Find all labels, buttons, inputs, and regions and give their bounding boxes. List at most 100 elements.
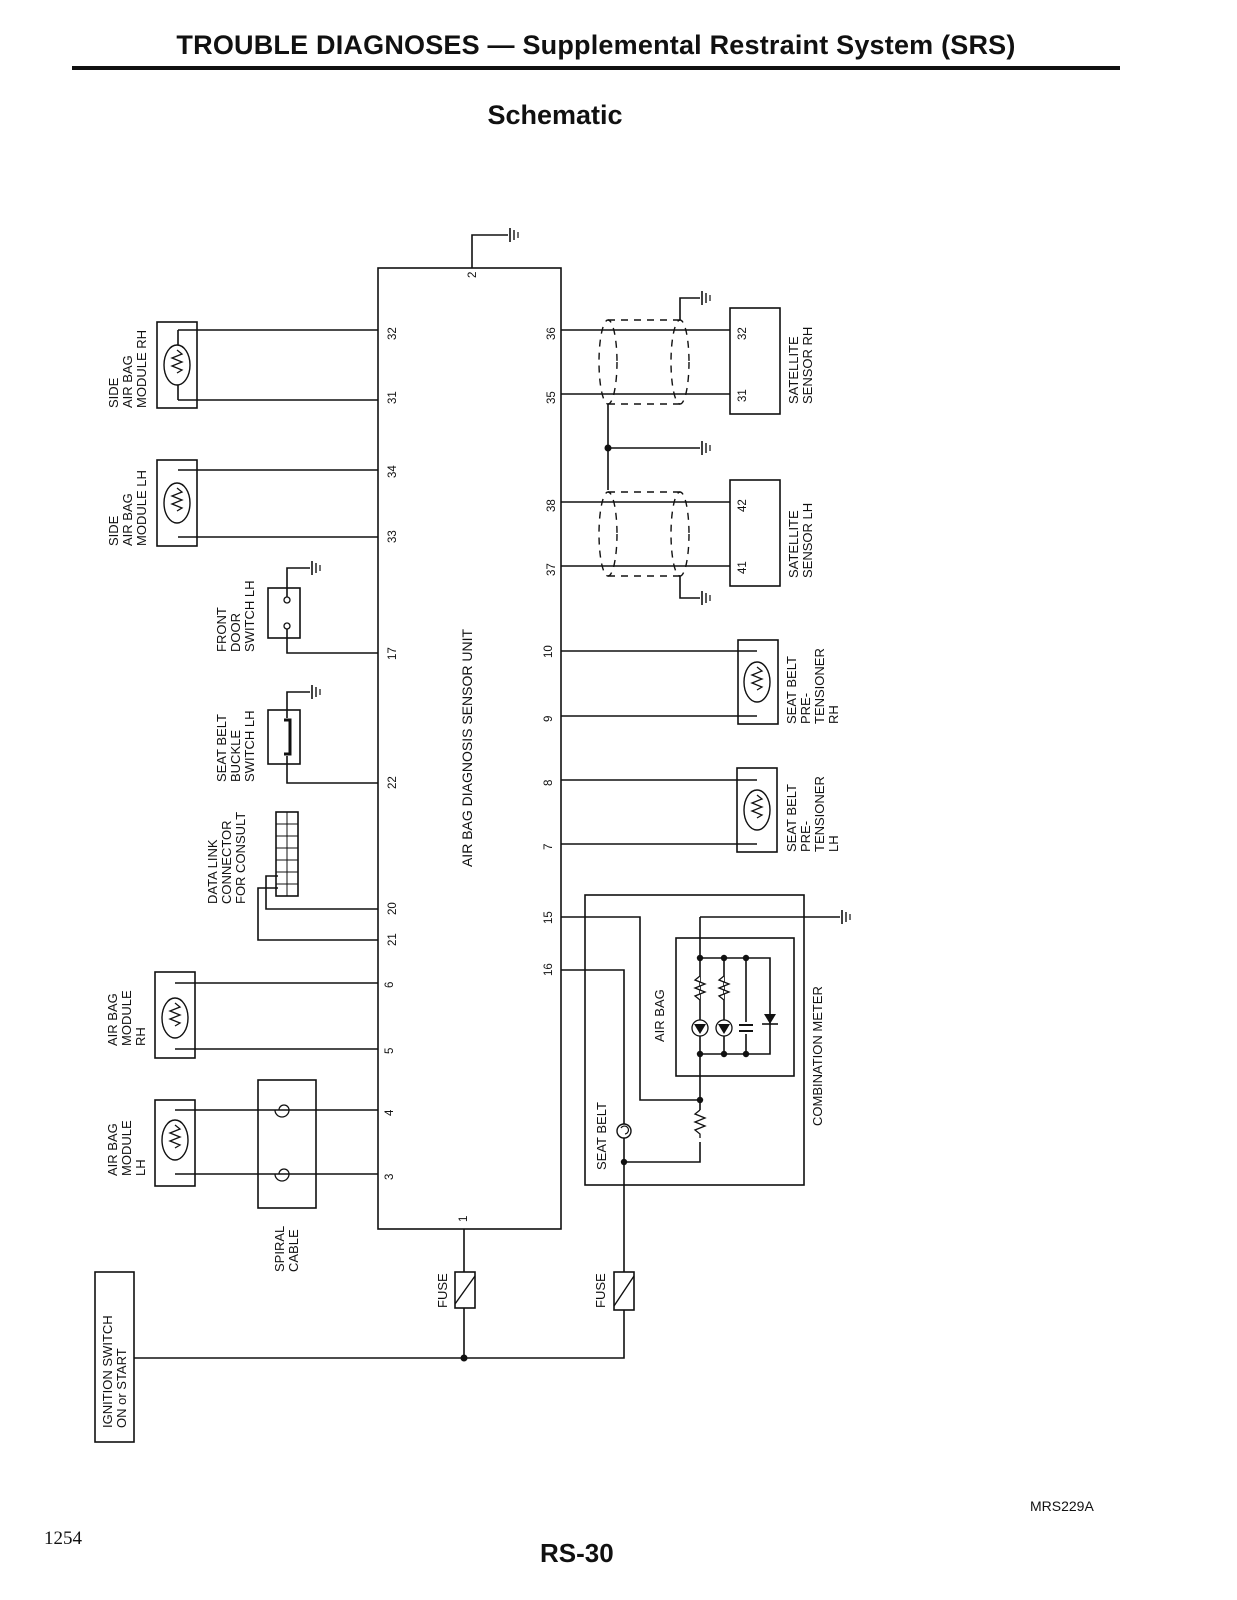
ignition-switch-label: IGNITION SWITCH ON or START xyxy=(100,1315,129,1428)
airbag-lamp-label: AIR BAG xyxy=(652,989,667,1042)
page-number: 1254 xyxy=(44,1528,82,1549)
svg-text:IGNITION SWITCH: IGNITION SWITCH xyxy=(100,1315,115,1428)
pin-15: 15 xyxy=(543,911,555,924)
svg-text:MODULE: MODULE xyxy=(119,1120,134,1176)
data-link-connector-label: DATA LINK CONNECTOR FOR CONSULT xyxy=(205,812,248,904)
svg-text:PRE-: PRE- xyxy=(798,693,813,724)
satellite-sensor-rh-label: SATELLITE SENSOR RH xyxy=(786,327,815,404)
page-code: RS-30 xyxy=(540,1538,614,1568)
svg-text:SPIRAL: SPIRAL xyxy=(272,1226,287,1272)
svg-text:SENSOR LH: SENSOR LH xyxy=(800,503,815,578)
pin-21: 21 xyxy=(387,933,399,946)
ignition-switch xyxy=(94,1271,135,1443)
figure-code: MRS229A xyxy=(1030,1498,1094,1514)
pin-1: 1 xyxy=(458,1216,470,1222)
svg-text:SIDE: SIDE xyxy=(106,515,121,546)
svg-text:AIR BAG: AIR BAG xyxy=(105,1123,120,1176)
airbag-module-lh-label: AIR BAG MODULE LH xyxy=(105,1120,148,1176)
pin-34: 34 xyxy=(387,465,399,478)
satellite-sensor-rh xyxy=(729,307,781,415)
svg-text:CONNECTOR: CONNECTOR xyxy=(219,820,234,904)
svg-text:SATELLITE: SATELLITE xyxy=(786,336,801,404)
section-title: Schematic xyxy=(487,100,623,130)
svg-text:SEAT BELT: SEAT BELT xyxy=(214,714,229,782)
svg-text:FRONT: FRONT xyxy=(214,607,229,652)
svg-text:BUCKLE: BUCKLE xyxy=(228,730,243,782)
airbag-squib-icon xyxy=(161,997,189,1039)
svg-text:TENSIONER: TENSIONER xyxy=(812,648,827,724)
pin-38: 38 xyxy=(546,499,558,512)
airbag-warning-lamp-circuit xyxy=(675,937,795,1077)
svg-text:PRE-: PRE- xyxy=(798,821,813,852)
svg-text:SATELLITE: SATELLITE xyxy=(786,510,801,578)
svg-text:ON or START: ON or START xyxy=(114,1348,129,1428)
svg-text:SEAT BELT: SEAT BELT xyxy=(784,656,799,724)
svg-text:SWITCH LH: SWITCH LH xyxy=(242,711,257,783)
ground-icon xyxy=(841,909,851,925)
airbag-squib-icon xyxy=(163,344,191,386)
satellite-sensor-lh-label: SATELLITE SENSOR LH xyxy=(786,503,815,578)
svg-text:MODULE LH: MODULE LH xyxy=(134,470,149,546)
sensor-unit-label: AIR BAG DIAGNOSIS SENSOR UNIT xyxy=(459,629,475,867)
seat-belt-buckle-switch-lh-label: SEAT BELT BUCKLE SWITCH LH xyxy=(214,711,257,783)
pin-31: 31 xyxy=(387,391,399,404)
svg-text:AIR BAG: AIR BAG xyxy=(120,355,135,408)
pretensioner-rh-label: SEAT BELT PRE- TENSIONER RH xyxy=(784,648,841,724)
combination-meter-label: COMBINATION METER xyxy=(810,986,825,1126)
pin-33: 33 xyxy=(387,530,399,543)
pin-7: 7 xyxy=(543,844,555,850)
svg-text:TENSIONER: TENSIONER xyxy=(812,776,827,852)
pin-32: 32 xyxy=(387,327,399,340)
pin-37: 37 xyxy=(546,563,558,576)
side-airbag-module-lh-label: SIDE AIR BAG MODULE LH xyxy=(106,470,149,546)
svg-text:DOOR: DOOR xyxy=(228,613,243,652)
pin-8: 8 xyxy=(543,780,555,786)
pin-9: 9 xyxy=(543,716,555,722)
svg-text:LH: LH xyxy=(826,835,841,852)
svg-text:RH: RH xyxy=(133,1027,148,1046)
svg-text:MODULE RH: MODULE RH xyxy=(134,330,149,408)
header-rule xyxy=(72,66,1120,70)
svg-text:SENSOR RH: SENSOR RH xyxy=(800,327,815,404)
pretensioner-squib-icon xyxy=(743,789,771,831)
pin-5: 5 xyxy=(384,1048,396,1054)
ground-icon xyxy=(311,684,321,700)
svg-text:AIR BAG: AIR BAG xyxy=(120,493,135,546)
sat-rh-pin-31: 31 xyxy=(737,389,749,402)
pin-6: 6 xyxy=(384,982,396,988)
page-header-title: TROUBLE DIAGNOSES — Supplemental Restrai… xyxy=(176,30,1016,60)
pin-4: 4 xyxy=(384,1109,396,1116)
svg-text:MODULE: MODULE xyxy=(119,990,134,1046)
sat-rh-pin-32: 32 xyxy=(737,327,749,340)
ground-icon xyxy=(701,590,711,606)
pin-10: 10 xyxy=(543,645,555,658)
svg-text:LH: LH xyxy=(133,1159,148,1176)
svg-text:CABLE: CABLE xyxy=(286,1229,301,1272)
satellite-sensor-lh xyxy=(729,479,781,587)
seat-belt-buckle-switch-lh xyxy=(267,709,301,765)
front-door-switch-lh-label: FRONT DOOR SWITCH LH xyxy=(214,581,257,653)
fuse-label: FUSE xyxy=(593,1273,608,1308)
pin-3: 3 xyxy=(384,1174,396,1180)
seatbelt-lamp-label: SEAT BELT xyxy=(594,1102,609,1170)
pretensioner-lh-label: SEAT BELT PRE- TENSIONER LH xyxy=(784,776,841,852)
spiral-cable-label: SPIRAL CABLE xyxy=(272,1226,301,1272)
fuse-label: FUSE xyxy=(435,1273,450,1308)
svg-text:SWITCH LH: SWITCH LH xyxy=(242,581,257,653)
ground-icon xyxy=(311,560,321,576)
airbag-squib-icon xyxy=(161,1119,189,1161)
svg-text:SEAT BELT: SEAT BELT xyxy=(784,784,799,852)
sat-lh-pin-42: 42 xyxy=(737,499,749,512)
pin-17: 17 xyxy=(387,647,399,660)
svg-text:RH: RH xyxy=(826,705,841,724)
svg-text:DATA LINK: DATA LINK xyxy=(205,839,220,904)
pin-16: 16 xyxy=(543,963,555,976)
svg-text:SIDE: SIDE xyxy=(106,377,121,408)
svg-text:AIR BAG: AIR BAG xyxy=(105,993,120,1046)
pin-20: 20 xyxy=(387,902,399,915)
pretensioner-squib-icon xyxy=(743,661,771,703)
airbag-diagnosis-sensor-unit xyxy=(377,267,562,1230)
pin-35: 35 xyxy=(546,391,558,404)
front-door-switch-lh xyxy=(267,587,301,639)
